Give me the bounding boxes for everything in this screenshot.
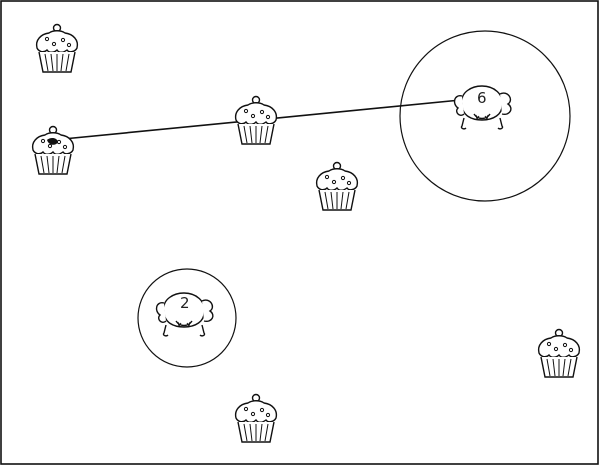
cupcake-2[interactable] [31, 125, 75, 175]
monster-a[interactable]: 6 [453, 85, 512, 130]
monster-b[interactable]: 2 [155, 292, 214, 337]
range-circle-monster-b [137, 268, 237, 368]
bite-mark [47, 137, 58, 145]
monster-a-number: 6 [477, 89, 487, 107]
monster-b-number: 2 [180, 294, 190, 312]
range-circle-monster-a [399, 30, 571, 202]
